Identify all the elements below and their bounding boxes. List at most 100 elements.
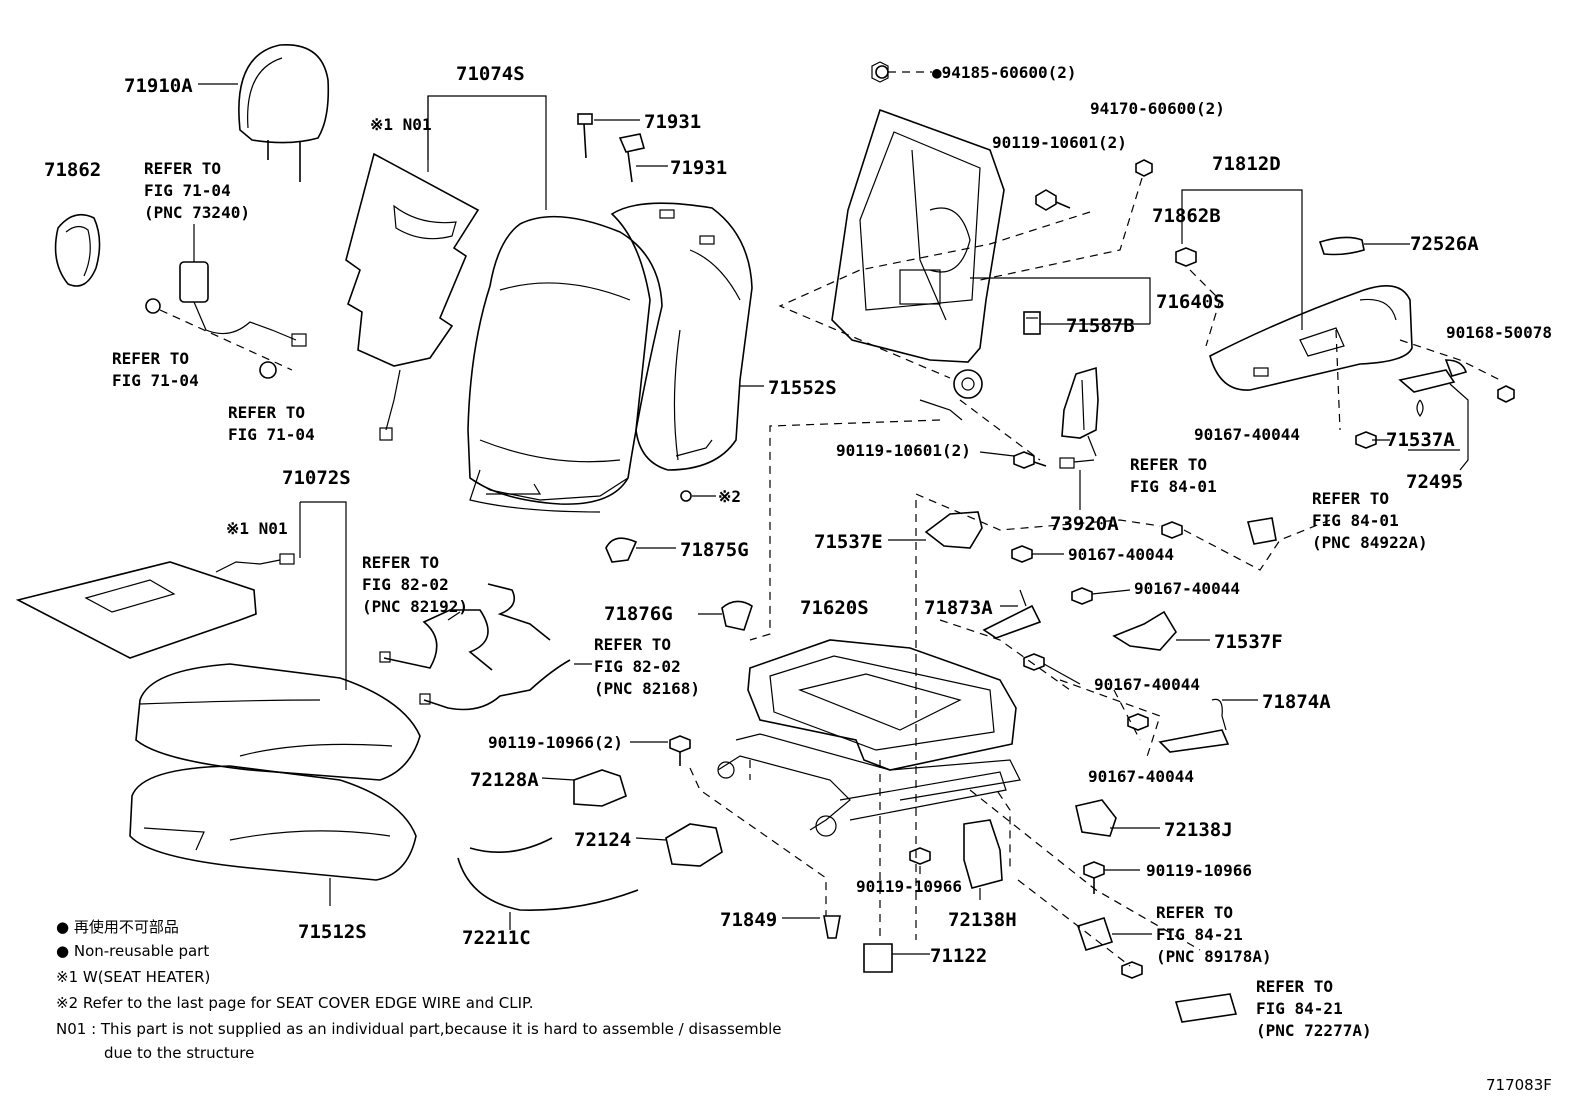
marker-n01-bottom: ※1 N01 (226, 519, 288, 538)
label-71620S: 71620S (800, 597, 869, 619)
refer-4-line3: (PNC 82192) (362, 597, 468, 616)
back-heater-mat-drawing (345, 152, 480, 441)
label-71873A: 71873A (924, 597, 993, 619)
edge-wire-drawing (457, 837, 639, 911)
label-90119-10601-b: 90119-10601(2) (836, 441, 971, 460)
label-71875G: 71875G (680, 539, 749, 561)
brackets-drawing (924, 511, 1230, 753)
label-71862: 71862 (44, 159, 101, 181)
label-73920A: 73920A (1050, 513, 1119, 535)
seat-back-cover-drawing (467, 215, 663, 513)
part-labels: 71910A 71862 71074S 71931 71931 71552S ●… (44, 63, 1552, 967)
label-72138H: 72138H (948, 909, 1017, 931)
refer-8-line2: FIG 84-21 (1156, 925, 1243, 944)
refer-2-line2: FIG 71-04 (112, 371, 199, 390)
refer-9-line3: (PNC 72277A) (1256, 1021, 1372, 1040)
label-71849: 71849 (720, 909, 777, 931)
refer-4-line1: REFER TO (362, 553, 439, 572)
label-71552S: 71552S (768, 377, 837, 399)
label-71587B: 71587B (1066, 315, 1135, 337)
side-shield-drawing (1175, 247, 1413, 391)
label-71910A: 71910A (124, 75, 193, 97)
label-90167-c: 90167-40044 (1134, 579, 1240, 598)
refer-3-line1: REFER TO (228, 403, 305, 422)
lever-drawing (1355, 359, 1515, 449)
label-71640S: 71640S (1156, 291, 1225, 313)
label-71537A: 71537A (1386, 429, 1455, 451)
pins-drawing (577, 113, 646, 183)
recline-knob-drawing (1318, 236, 1365, 256)
label-90167-d: 90167-40044 (1094, 675, 1200, 694)
clip-71587B-drawing (1023, 311, 1041, 335)
label-94170: 94170-60600(2) (1090, 99, 1225, 118)
label-90119-10966-a: 90119-10966(2) (488, 733, 623, 752)
seat-back-frame-drawing (831, 61, 1005, 421)
refer-4-line2: FIG 82-02 (362, 575, 449, 594)
label-71512S: 71512S (298, 921, 367, 943)
marker-ref2: ※2 (718, 487, 741, 506)
refer-6-line1: REFER TO (1130, 455, 1207, 474)
lower-small-parts-drawing (573, 735, 1003, 973)
label-90167-e: 90167-40044 (1088, 767, 1194, 786)
refer-8-line3: (PNC 89178A) (1156, 947, 1272, 966)
label-90119-10966-b: 90119-10966 (856, 877, 962, 896)
refer-5-line1: REFER TO (594, 635, 671, 654)
label-90167-b: 90167-40044 (1068, 545, 1174, 564)
side-airbag-drawing (1059, 366, 1099, 469)
seat-back-pad-drawing (610, 202, 753, 471)
right-refer-parts-drawing (1075, 517, 1277, 1023)
label-72211C: 72211C (462, 927, 531, 949)
refer-6-line2: FIG 84-01 (1130, 477, 1217, 496)
leader-lines (193, 71, 1501, 967)
label-90167-a: 90167-40044 (1194, 425, 1300, 444)
refer-blocks: REFER TO FIG 71-04 (PNC 73240) REFER TO … (112, 159, 1428, 1040)
clip-ref2-drawing (680, 490, 692, 502)
refer-3-line2: FIG 71-04 (228, 425, 315, 444)
label-71122: 71122 (930, 945, 987, 967)
back-frame-bolts-drawing (1013, 159, 1153, 469)
headrest-drawing (238, 44, 330, 182)
label-71074S: 71074S (456, 63, 525, 85)
label-72495: 72495 (1406, 471, 1463, 493)
label-72128A: 72128A (470, 769, 539, 791)
cushion-heater-mat-drawing (15, 553, 295, 659)
refer-1-line3: (PNC 73240) (144, 203, 250, 222)
label-71876G: 71876G (604, 603, 673, 625)
label-71931-b: 71931 (670, 157, 727, 179)
refer-8-line1: REFER TO (1156, 903, 1233, 922)
label-72138J: 72138J (1164, 819, 1233, 841)
covers-drawing (605, 537, 753, 631)
label-90119-10966-c: 90119-10966 (1146, 861, 1252, 880)
marker-n01-top: ※1 N01 (370, 115, 432, 134)
seat-cushion-pad-drawing (129, 765, 417, 881)
refer-5-line3: (PNC 82168) (594, 679, 700, 698)
legend-line-3: ※1 W(SEAT HEATER) (56, 968, 210, 986)
label-72526A: 72526A (1410, 233, 1479, 255)
legend-line-5: N01 : This part is not supplied as an in… (56, 1020, 782, 1038)
label-72124: 72124 (574, 829, 631, 851)
label-71812D: 71812D (1212, 153, 1281, 175)
cushion-frame-drawing (717, 639, 1021, 837)
refer-9-line2: FIG 84-21 (1256, 999, 1343, 1018)
label-71931-a: 71931 (644, 111, 701, 133)
refer-1-line1: REFER TO (144, 159, 221, 178)
legend: ● 再使用不可部品 ● Non-reusable part ※1 W(SEAT … (56, 918, 782, 1062)
wire-harness-drawing (379, 583, 571, 711)
refer-7-line3: (PNC 84922A) (1312, 533, 1428, 552)
refer-7-line2: FIG 84-01 (1312, 511, 1399, 530)
refer-2-line1: REFER TO (112, 349, 189, 368)
seat-cushion-cover-drawing (135, 663, 421, 781)
label-71072S: 71072S (282, 467, 351, 489)
label-71862B: 71862B (1152, 205, 1221, 227)
label-71537F: 71537F (1214, 631, 1283, 653)
label-90168: 90168-50078 (1446, 323, 1552, 342)
label-71537E: 71537E (814, 531, 883, 553)
legend-line-2: ● Non-reusable part (56, 942, 209, 960)
legend-line-4: ※2 Refer to the last page for SEAT COVER… (56, 994, 533, 1012)
legend-line-6: due to the structure (104, 1044, 254, 1062)
label-94185: ●94185-60600(2) (932, 63, 1077, 82)
refer-9-line1: REFER TO (1256, 977, 1333, 996)
refer-1-line2: FIG 71-04 (144, 181, 231, 200)
diagram-code: 717083F (1486, 1076, 1552, 1094)
